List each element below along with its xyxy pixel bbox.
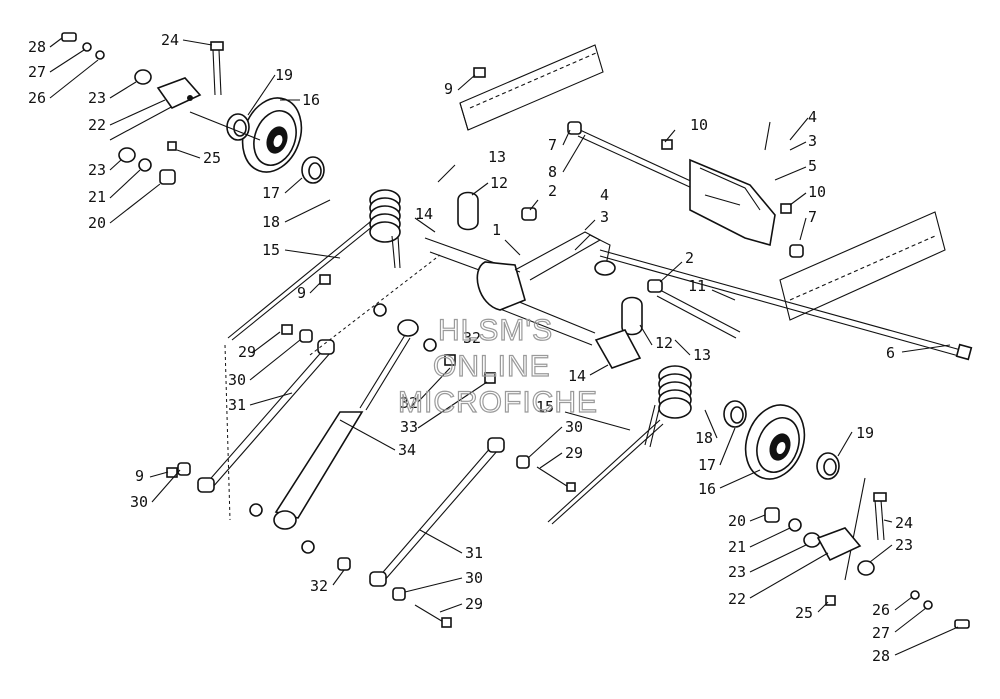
callout-9: 9 (444, 80, 453, 98)
callout-23-d: 23 (728, 563, 746, 581)
callout-8: 8 (548, 163, 557, 181)
callout-27: 27 (28, 63, 46, 81)
callout-9-d: 9 (135, 467, 144, 485)
right-wheel-bearing-19 (816, 452, 840, 480)
callout-14-b: 14 (568, 367, 586, 385)
bushing-14-lower (594, 329, 642, 369)
callout-9-b: 9 (297, 284, 306, 302)
callout-16: 16 (302, 91, 320, 109)
callout-3-b: 3 (600, 208, 609, 226)
callout-30-c: 30 (130, 493, 148, 511)
callout-10: 10 (690, 116, 708, 134)
callout-31: 31 (228, 396, 246, 414)
rear-axle-shaft (599, 249, 973, 361)
callout-27-b: 27 (872, 624, 890, 642)
callout-32-b: 32 (400, 394, 418, 412)
callout-2-b: 2 (685, 249, 694, 267)
callout-9-c: 29 (238, 343, 256, 361)
callout-20-b: 20 (728, 512, 746, 530)
callout-6: 6 (886, 344, 895, 362)
callout-23: 23 (88, 89, 106, 107)
right-idler-wheel (744, 404, 806, 480)
mounting-bracket (689, 158, 776, 247)
callout-5: 5 (808, 157, 817, 175)
callout-22: 22 (88, 116, 106, 134)
watermark: HLSM'S ONLINE MICROFICHE (397, 313, 598, 419)
callout-4-b: 4 (600, 186, 609, 204)
callout-labels: 28 27 26 23 22 24 19 16 25 23 21 20 17 1… (28, 31, 959, 665)
callout-13-b: 13 (693, 346, 711, 364)
callout-33: 33 (400, 418, 418, 436)
callout-13: 13 (488, 148, 506, 166)
callout-22-b: 22 (728, 590, 746, 608)
main-swing-arm (424, 231, 616, 346)
callout-25: 25 (203, 149, 221, 167)
callout-12-b: 12 (655, 334, 673, 352)
upper-rail-section (459, 44, 604, 131)
callout-32: 32 (463, 329, 481, 347)
callout-21: 21 (88, 188, 106, 206)
callout-18-b: 18 (695, 429, 713, 447)
callout-3: 3 (808, 132, 817, 150)
watermark-line-1: HLSM'S (438, 314, 553, 347)
callout-23-b: 23 (88, 161, 106, 179)
left-idler-wheel (241, 97, 303, 173)
shock-absorber (273, 319, 419, 530)
right-torsion-spring (547, 365, 692, 525)
callout-26-b: 26 (872, 601, 890, 619)
callout-20: 20 (88, 214, 106, 232)
callout-29: 29 (565, 444, 583, 462)
callout-11: 11 (688, 277, 706, 295)
callout-17-b: 17 (698, 456, 716, 474)
callout-14: 14 (415, 205, 433, 223)
callout-7: 7 (548, 136, 557, 154)
callout-18: 18 (262, 213, 280, 231)
callout-30-b: 30 (565, 418, 583, 436)
upper-shaft (577, 129, 696, 189)
callout-24-b: 24 (895, 514, 913, 532)
callout-15-b: 15 (536, 398, 554, 416)
callout-10-b: 10 (808, 183, 826, 201)
callout-19: 19 (275, 66, 293, 84)
misc-fasteners (166, 67, 804, 628)
callout-12: 12 (490, 174, 508, 192)
left-wheel-bearing-17 (301, 156, 325, 184)
callout-4: 4 (808, 108, 817, 126)
callout-21-b: 21 (728, 538, 746, 556)
spacer-12-upper (457, 191, 479, 231)
callout-28-b: 28 (872, 647, 890, 665)
callout-19-b: 19 (856, 424, 874, 442)
callout-15: 15 (262, 241, 280, 259)
callout-17: 17 (262, 184, 280, 202)
callout-7-b: 7 (808, 208, 817, 226)
spacer-12-lower (621, 296, 643, 336)
lower-rail-section (779, 211, 946, 321)
top-left-hardware (61, 32, 224, 185)
callout-32-c: 32 (310, 577, 328, 595)
callout-29-b: 29 (465, 595, 483, 613)
upper-link-rod (197, 339, 335, 493)
callout-30-d: 30 (465, 569, 483, 587)
shaft-11 (656, 289, 741, 339)
callout-24: 24 (161, 31, 179, 49)
callout-30: 30 (228, 371, 246, 389)
callout-25-b: 25 (795, 604, 813, 622)
lower-link-rod (369, 437, 505, 587)
callout-34: 34 (398, 441, 416, 459)
callout-26: 26 (28, 89, 46, 107)
assembly-leader-lines (109, 104, 866, 581)
callout-1: 1 (492, 221, 501, 239)
callout-2: 2 (548, 182, 557, 200)
callout-31-b: 31 (465, 544, 483, 562)
watermark-line-2: ONLINE (433, 350, 551, 383)
callout-16-b: 16 (698, 480, 716, 498)
left-wheel-bearing-19 (226, 113, 250, 141)
callout-23-c: 23 (895, 536, 913, 554)
watermark-line-3: MICROFICHE (398, 386, 598, 419)
right-wheel-bearing-17 (723, 400, 747, 428)
left-torsion-spring (227, 189, 401, 341)
callout-28: 28 (28, 38, 46, 56)
